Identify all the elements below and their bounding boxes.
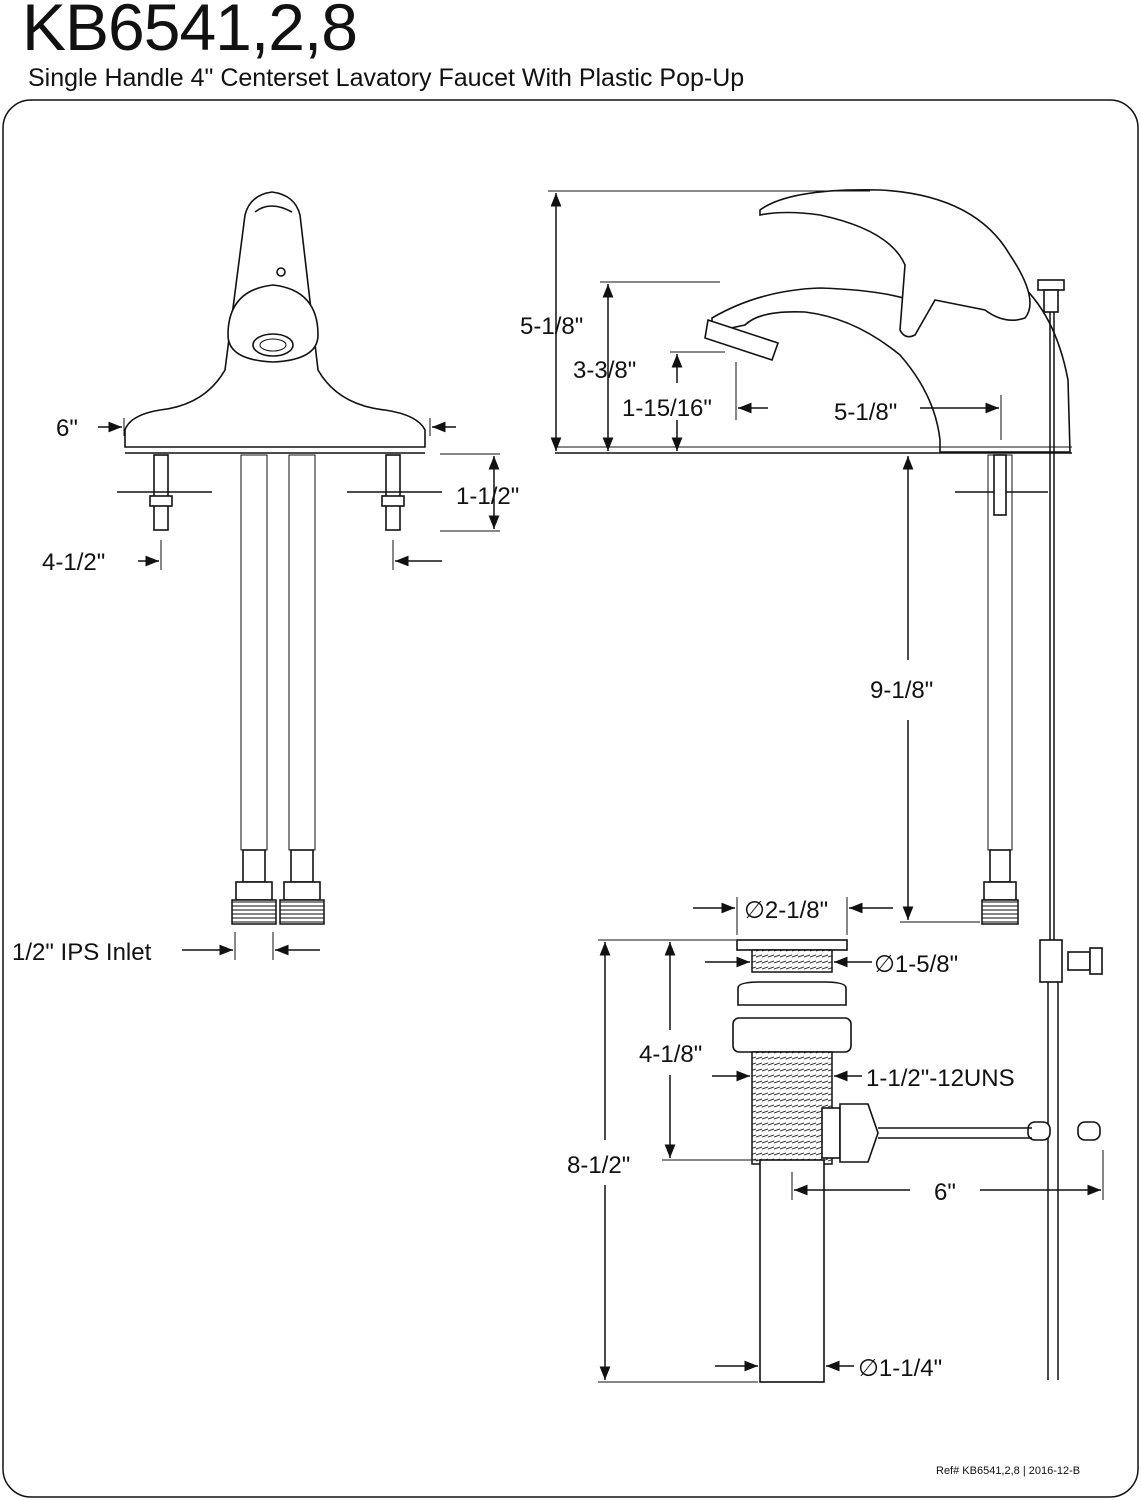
supply-length-label: 9-1/8" — [870, 677, 933, 704]
drain-dimensions — [598, 897, 1104, 1383]
tailpiece-diameter-label: ∅1-1/4" — [858, 1355, 942, 1382]
body-length-label: 4-1/8" — [639, 1041, 702, 1068]
front-view-faucet — [117, 191, 442, 925]
rod-length-label: 6" — [934, 1179, 956, 1206]
pop-up-drain — [732, 939, 1032, 1383]
thread-label: 1-1/2"-12UNS — [866, 1065, 1015, 1092]
drawing-frame — [2, 99, 1139, 1498]
overall-length-label: 8-1/2" — [567, 1152, 630, 1179]
spout-height-label: 3-3/8" — [573, 357, 636, 384]
side-dimensions — [548, 190, 1002, 923]
inlet-label: 1/2" IPS Inlet — [12, 939, 152, 966]
shank-spacing-label: 4-1/2" — [42, 549, 105, 576]
reference-code: Ref# KB6541,2,8 | 2016-12-B — [936, 1465, 1080, 1477]
front-dimensions — [98, 418, 500, 960]
model-description: Single Handle 4" Centerset Lavatory Fauc… — [28, 64, 745, 92]
overall-height-label: 5-1/8" — [520, 313, 583, 340]
flange-diameter-label: ∅2-1/8" — [744, 897, 828, 924]
model-title: KB6541,2,8 — [22, 0, 358, 64]
side-view-faucet — [555, 189, 1103, 1380]
shank-length-label: 1-1/2" — [456, 483, 519, 510]
spout-reach-label: 5-1/8" — [834, 399, 897, 426]
width-label: 6" — [56, 415, 78, 442]
aerator-height-label: 1-15/16" — [622, 395, 712, 422]
strainer-diameter-label: ∅1-5/8" — [874, 951, 958, 978]
